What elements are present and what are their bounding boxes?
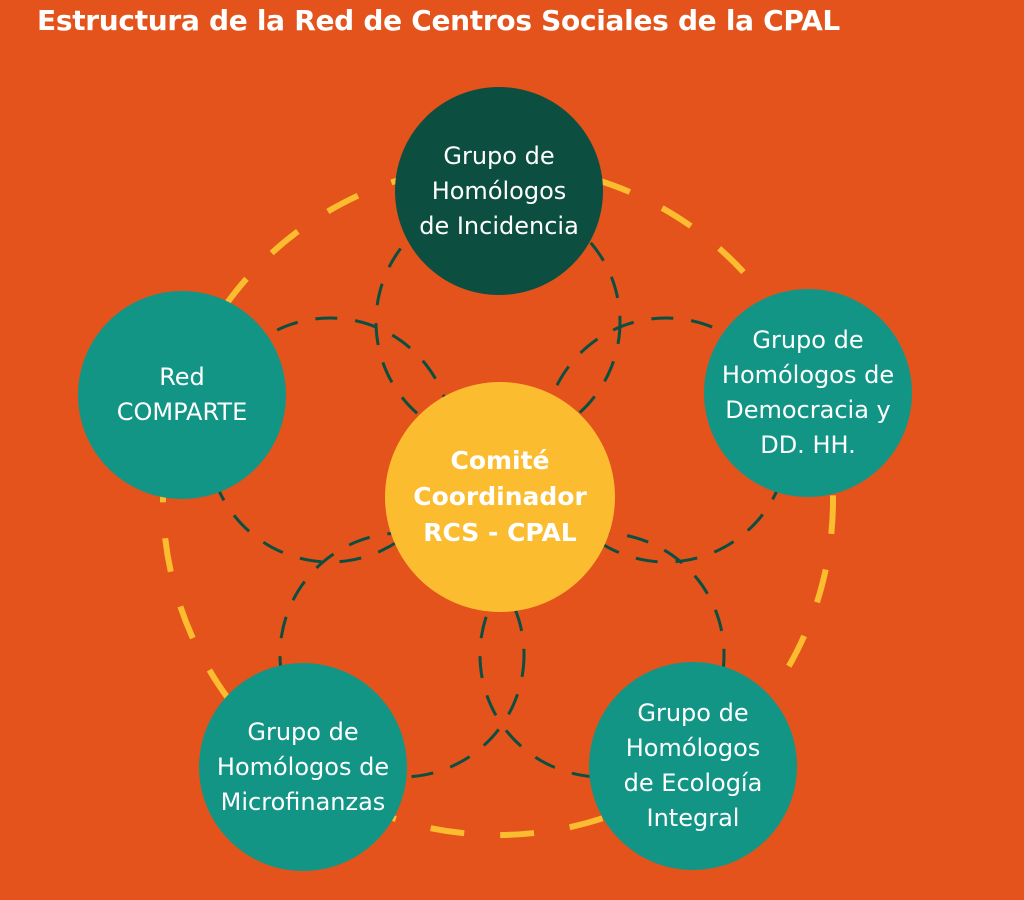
node-label: Democracia y	[725, 396, 891, 424]
node-democracia[interactable]: Grupo de Homólogos de Democracia y DD. HH.	[704, 289, 912, 497]
node-label: de Ecología	[623, 769, 763, 797]
node-label: de Incidencia	[419, 211, 579, 240]
node-label: COMPARTE	[116, 398, 248, 426]
node-microfinanzas[interactable]: Grupo de Homólogos de Microfinanzas	[199, 663, 407, 871]
node-label: Grupo de	[443, 141, 555, 170]
node-label: Grupo de	[247, 717, 359, 746]
node-label: Homólogos de	[216, 752, 390, 781]
node-label: Red	[159, 363, 205, 391]
node-label: Homólogos de	[721, 361, 895, 389]
node-label: Homólogos	[625, 734, 761, 762]
center-label: Comité	[450, 446, 550, 475]
page-title: Estructura de la Red de Centros Sociales…	[37, 4, 840, 37]
outer-ring	[160, 162, 836, 838]
node-label: DD. HH.	[760, 431, 856, 459]
node-label: Grupo de	[752, 326, 864, 354]
node-label: Integral	[646, 804, 740, 832]
node-incidencia[interactable]: Grupo de Homólogos de Incidencia	[395, 87, 603, 295]
node-label: Homólogos	[431, 176, 567, 205]
node-label: Microfinanzas	[220, 787, 386, 816]
center-label: RCS - CPAL	[423, 518, 577, 547]
node-label: Grupo de	[637, 699, 749, 727]
center-label: Coordinador	[413, 482, 587, 511]
